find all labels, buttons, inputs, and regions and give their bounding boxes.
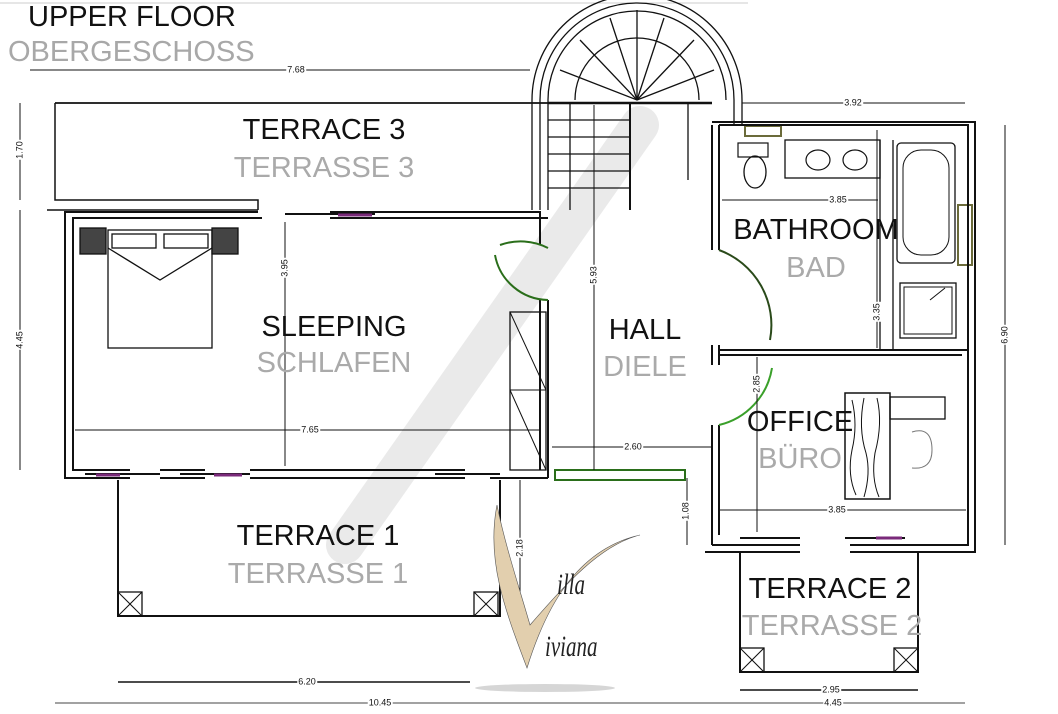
page-subtitle: OBERGESCHOSS [8, 36, 255, 68]
room-label-terrace-3: TERRACE 3 [242, 114, 406, 146]
bed [79, 227, 239, 349]
logo-text-viviana: iviana [545, 630, 598, 663]
room-label-office: OFFICE [746, 406, 854, 438]
dim-bath-width: 3.85 [828, 194, 848, 205]
dim-terrace3-depth: 1.70 [14, 140, 25, 160]
room-label-sleeping: SLEEPING [261, 311, 407, 343]
dim-sleeping-width: 7.65 [300, 424, 320, 435]
villa-viviana-logo [475, 504, 641, 692]
dim-bath-depth: 3.35 [871, 302, 882, 322]
dim-top-left: 7.68 [286, 64, 306, 75]
dim-hall-depth: 5.93 [588, 265, 599, 285]
windows [85, 125, 973, 540]
dim-terrace1-width: 6.20 [297, 676, 317, 687]
room-label-terrace-2: TERRACE 2 [748, 573, 912, 605]
terrace-2-outline [739, 552, 919, 673]
dim-terrace1-depth: 2.18 [514, 538, 525, 558]
dim-sleeping-depth: 3.95 [279, 258, 290, 278]
room-label-diele: DIELE [603, 351, 687, 383]
page-title: UPPER FLOOR [28, 1, 236, 33]
bath-office-walls [705, 121, 976, 553]
dim-total-right: 4.45 [823, 697, 843, 708]
room-label-terrasse-2: TERRASSE 2 [741, 610, 923, 642]
room-label-terrasse-1: TERRASSE 1 [227, 558, 409, 590]
dim-office-offset: 1.08 [680, 501, 691, 521]
dim-left-height: 4.45 [14, 330, 25, 350]
hall-walls [494, 125, 773, 545]
dim-hall-width: 2.60 [623, 441, 643, 452]
staircase [531, 0, 743, 210]
logo-text-villa: illa [557, 568, 586, 601]
room-label-terrasse-3: TERRASSE 3 [233, 152, 415, 184]
dim-right-height: 6.90 [999, 325, 1010, 345]
room-label-terrace-1: TERRACE 1 [236, 520, 400, 552]
room-label-hall: HALL [608, 314, 682, 346]
dim-top-right: 3.92 [843, 97, 863, 108]
room-label-bathroom: BATHROOM [733, 214, 899, 246]
dim-office-width: 3.85 [827, 504, 847, 515]
room-label-buero: BÜRO [758, 443, 842, 475]
room-label-schlafen: SCHLAFEN [256, 347, 412, 379]
dim-terrace2-width: 2.95 [821, 684, 841, 695]
dim-office-depth: 2.85 [751, 374, 762, 394]
dim-total-left: 10.45 [367, 697, 393, 708]
sleeping-walls [64, 211, 549, 479]
room-label-bad: BAD [786, 252, 846, 284]
